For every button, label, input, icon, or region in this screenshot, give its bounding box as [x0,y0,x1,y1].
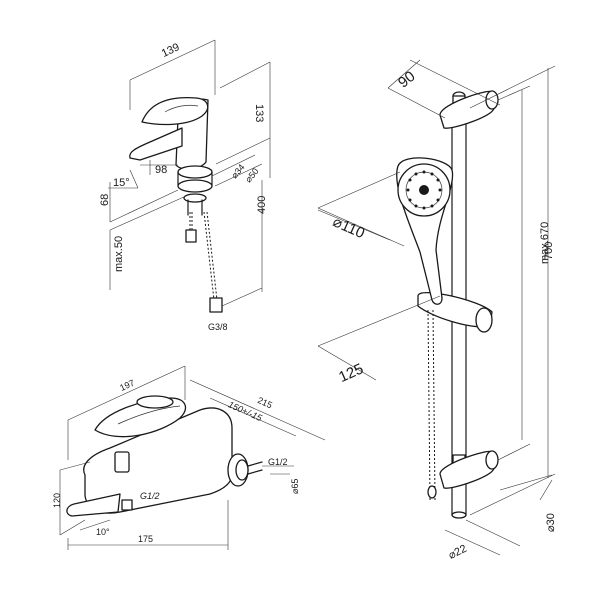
shower-rail-length-label: 700 [543,242,555,260]
basin-reach-label: 98 [155,164,167,176]
bath-spout-angle-label: 10° [96,527,110,537]
bath-length-label: 175 [138,534,153,544]
basin-thread-label: G3/8 [208,322,228,332]
shower-bracket-diameter-label: ⌀30 [545,513,557,532]
shower-set: 90 ⌀110 125 max.670 700 ⌀22 ⌀30 [317,59,557,562]
basin-mixer-hose-right [203,211,218,301]
basin-mixer: 139 133 98 15° ⌀34 ⌀50 68 max.50 400 G3/… [99,39,271,332]
bath-mixer: 197 215 150+/-15 G1/2 ⌀65 120 10° G1/2 1… [52,365,326,550]
basin-height-label: 133 [253,104,265,122]
basin-mixer-hose-left [189,212,193,232]
shower-hose [427,309,436,501]
bath-mixer-diverter [114,451,130,473]
basin-max-depth-label: max.50 [113,236,125,272]
bath-width-label: 197 [118,378,136,393]
basin-angle-label: 15° [113,177,130,189]
basin-mixer-base [177,165,213,179]
shower-head-diameter-label: ⌀110 [330,213,367,242]
bath-escutcheon-label: ⌀65 [290,479,300,494]
basin-mixer-spout [129,127,183,161]
bath-connection-label: G1/2 [268,457,288,467]
shower-rail-diameter-label: ⌀22 [447,543,469,562]
basin-mixer-lever [141,96,209,126]
bath-mixer-spout [66,493,121,517]
basin-base-height-label: 68 [99,194,111,206]
bath-height-label: 120 [52,493,62,508]
bath-depth-label: 215 [256,395,274,410]
bath-diverter-thread-label: G1/2 [140,491,160,501]
basin-hose-length-label: 400 [256,196,268,214]
shower-offset-label: 90 [395,68,419,92]
shower-handle-label: 125 [336,360,366,386]
